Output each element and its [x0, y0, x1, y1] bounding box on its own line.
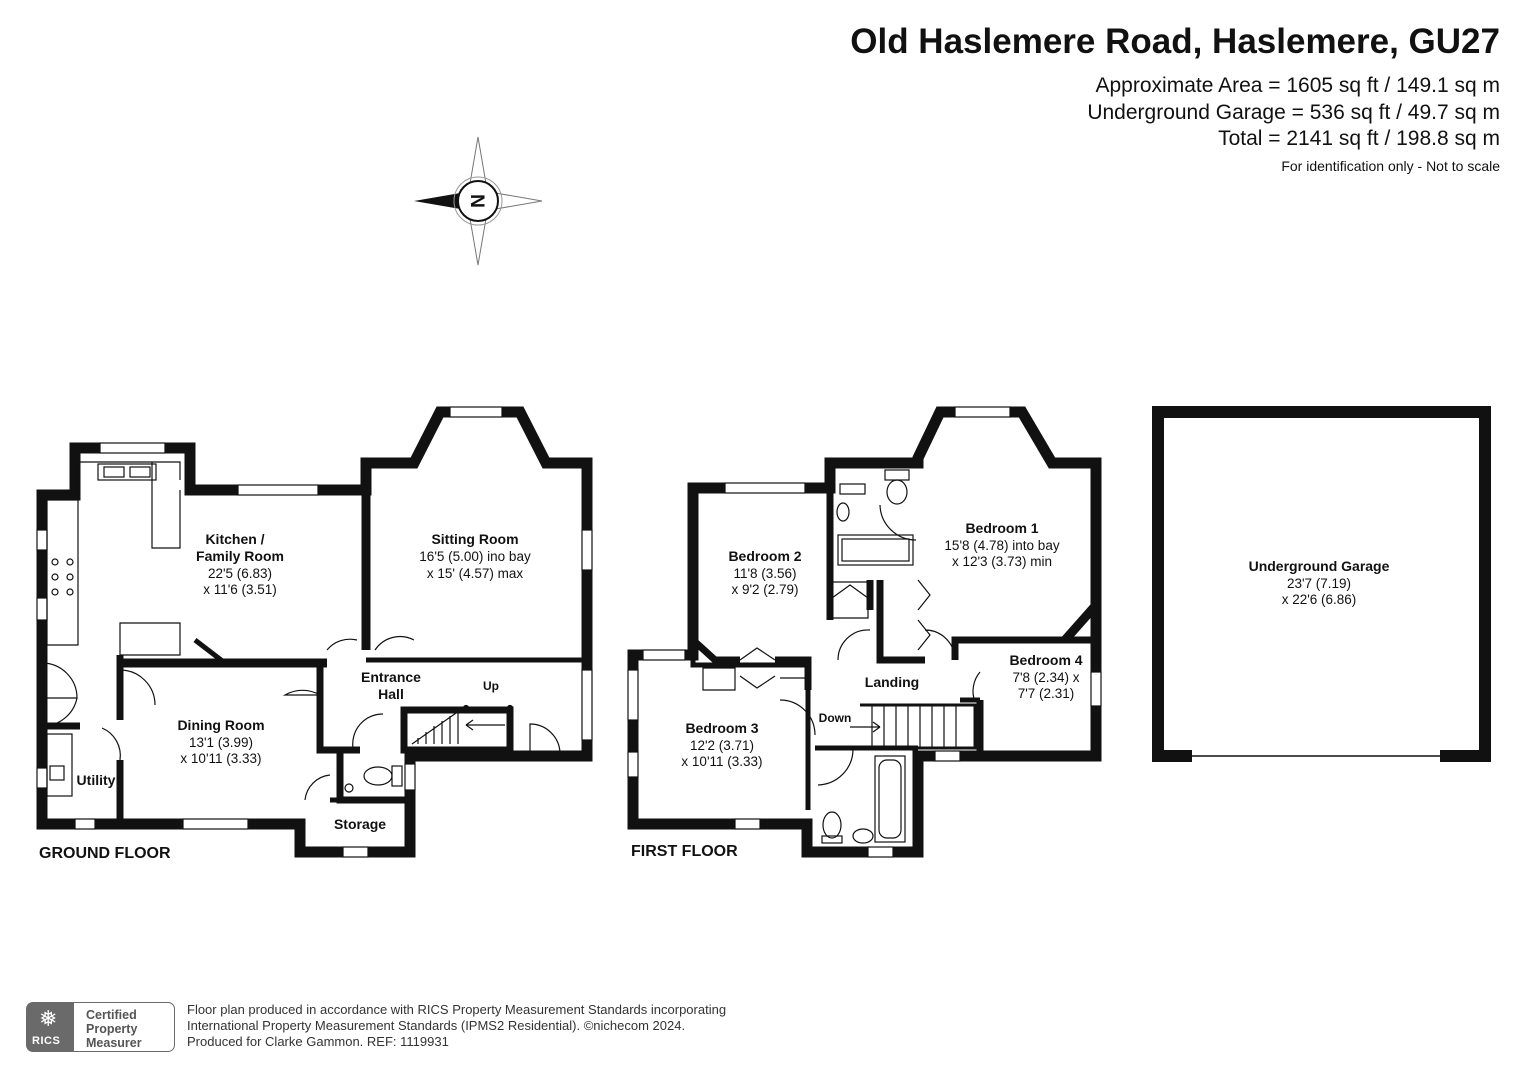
footer-line-2: International Property Measurement Stand… — [187, 1018, 686, 1033]
ground-floor-plan — [36, 406, 593, 858]
first-floor-label: FIRST FLOOR — [631, 843, 738, 860]
rics-certified-box: Certified Property Measurer — [74, 1002, 175, 1052]
room-dims-dining-2: x 10'11 (3.33) — [180, 751, 261, 766]
rics-badge: ❅ RICS Certified Property Measurer — [26, 1002, 176, 1052]
room-dims-bedroom4: 7'8 (2.34) x — [1012, 670, 1079, 685]
scale-note: For identification only - Not to scale — [1281, 158, 1500, 174]
room-dims-sitting: 16'5 (5.00) ino bay — [419, 549, 531, 564]
rics-line-2: Property — [86, 1022, 138, 1036]
area-approximate: Approximate Area = 1605 sq ft / 149.1 sq… — [1095, 74, 1501, 97]
area-garage: Underground Garage = 536 sq ft / 49.7 sq… — [1087, 101, 1500, 124]
room-name-bedroom3: Bedroom 3 — [685, 720, 758, 736]
room-dims-bedroom1-2: x 12'3 (3.73) min — [952, 554, 1052, 569]
rics-line-3: Measurer — [86, 1036, 142, 1050]
room-dims-bedroom2: 11'8 (3.56) — [733, 566, 796, 581]
room-name-bedroom1: Bedroom 1 — [965, 520, 1038, 536]
room-dims-bedroom3-2: x 10'11 (3.33) — [681, 754, 762, 769]
room-name-entrance: Entrance — [361, 669, 421, 685]
rics-crest-icon: ❅ — [39, 1006, 58, 1031]
room-dims-bedroom4-2: 7'7 (2.31) — [1018, 686, 1075, 701]
room-dims-kitchen-2: x 11'6 (3.51) — [203, 582, 277, 597]
first-floor-fixtures — [627, 406, 1102, 858]
room-name-utility: Utility — [77, 772, 116, 788]
room-name-garage: Underground Garage — [1249, 558, 1390, 574]
room-name-storage: Storage — [334, 816, 386, 832]
room-dims-sitting-2: x 15' (4.57) max — [427, 566, 524, 581]
footer-line-1: Floor plan produced in accordance with R… — [187, 1002, 727, 1017]
stairs-up-label: Up — [483, 679, 499, 693]
compass-letter: N — [466, 194, 487, 208]
room-dims-bedroom1: 15'8 (4.78) into bay — [944, 538, 1059, 553]
room-dims-garage-2: x 22'6 (6.86) — [1282, 592, 1357, 607]
rics-logo-panel: ❅ RICS — [26, 1002, 74, 1052]
room-name-landing: Landing — [865, 674, 919, 690]
page-title: Old Haslemere Road, Haslemere, GU27 — [850, 22, 1500, 61]
room-name-bedroom4: Bedroom 4 — [1009, 652, 1082, 668]
rics-line-1: Certified — [86, 1008, 137, 1022]
footer-disclaimer: Floor plan produced in accordance with R… — [187, 1002, 726, 1050]
ground-floor-fixtures — [36, 406, 593, 858]
garage-plan — [1152, 406, 1491, 762]
room-dims-bedroom2-2: x 9'2 (2.79) — [731, 582, 798, 597]
area-total: Total = 2141 sq ft / 198.8 sq m — [1218, 127, 1500, 150]
footer-line-3: Produced for Clarke Gammon. REF: 1119931 — [187, 1034, 449, 1049]
room-name-entrance-2: Hall — [378, 686, 404, 702]
stairs-down-label: Down — [819, 711, 852, 725]
rics-name: RICS — [32, 1035, 61, 1047]
room-dims-dining: 13'1 (3.99) — [189, 735, 253, 750]
room-name-bedroom2: Bedroom 2 — [728, 548, 801, 564]
room-name-kitchen-2: Family Room — [196, 548, 284, 564]
compass-icon: N — [414, 136, 543, 266]
room-dims-garage: 23'7 (7.19) — [1287, 576, 1351, 591]
room-name-sitting: Sitting Room — [431, 531, 518, 547]
room-name-dining: Dining Room — [177, 717, 264, 733]
room-name-kitchen: Kitchen / — [205, 531, 264, 547]
room-dims-kitchen: 22'5 (6.83) — [208, 566, 272, 581]
room-dims-bedroom3: 12'2 (3.71) — [690, 738, 754, 753]
first-floor-plan — [627, 406, 1102, 858]
ground-floor-label: GROUND FLOOR — [39, 845, 171, 862]
